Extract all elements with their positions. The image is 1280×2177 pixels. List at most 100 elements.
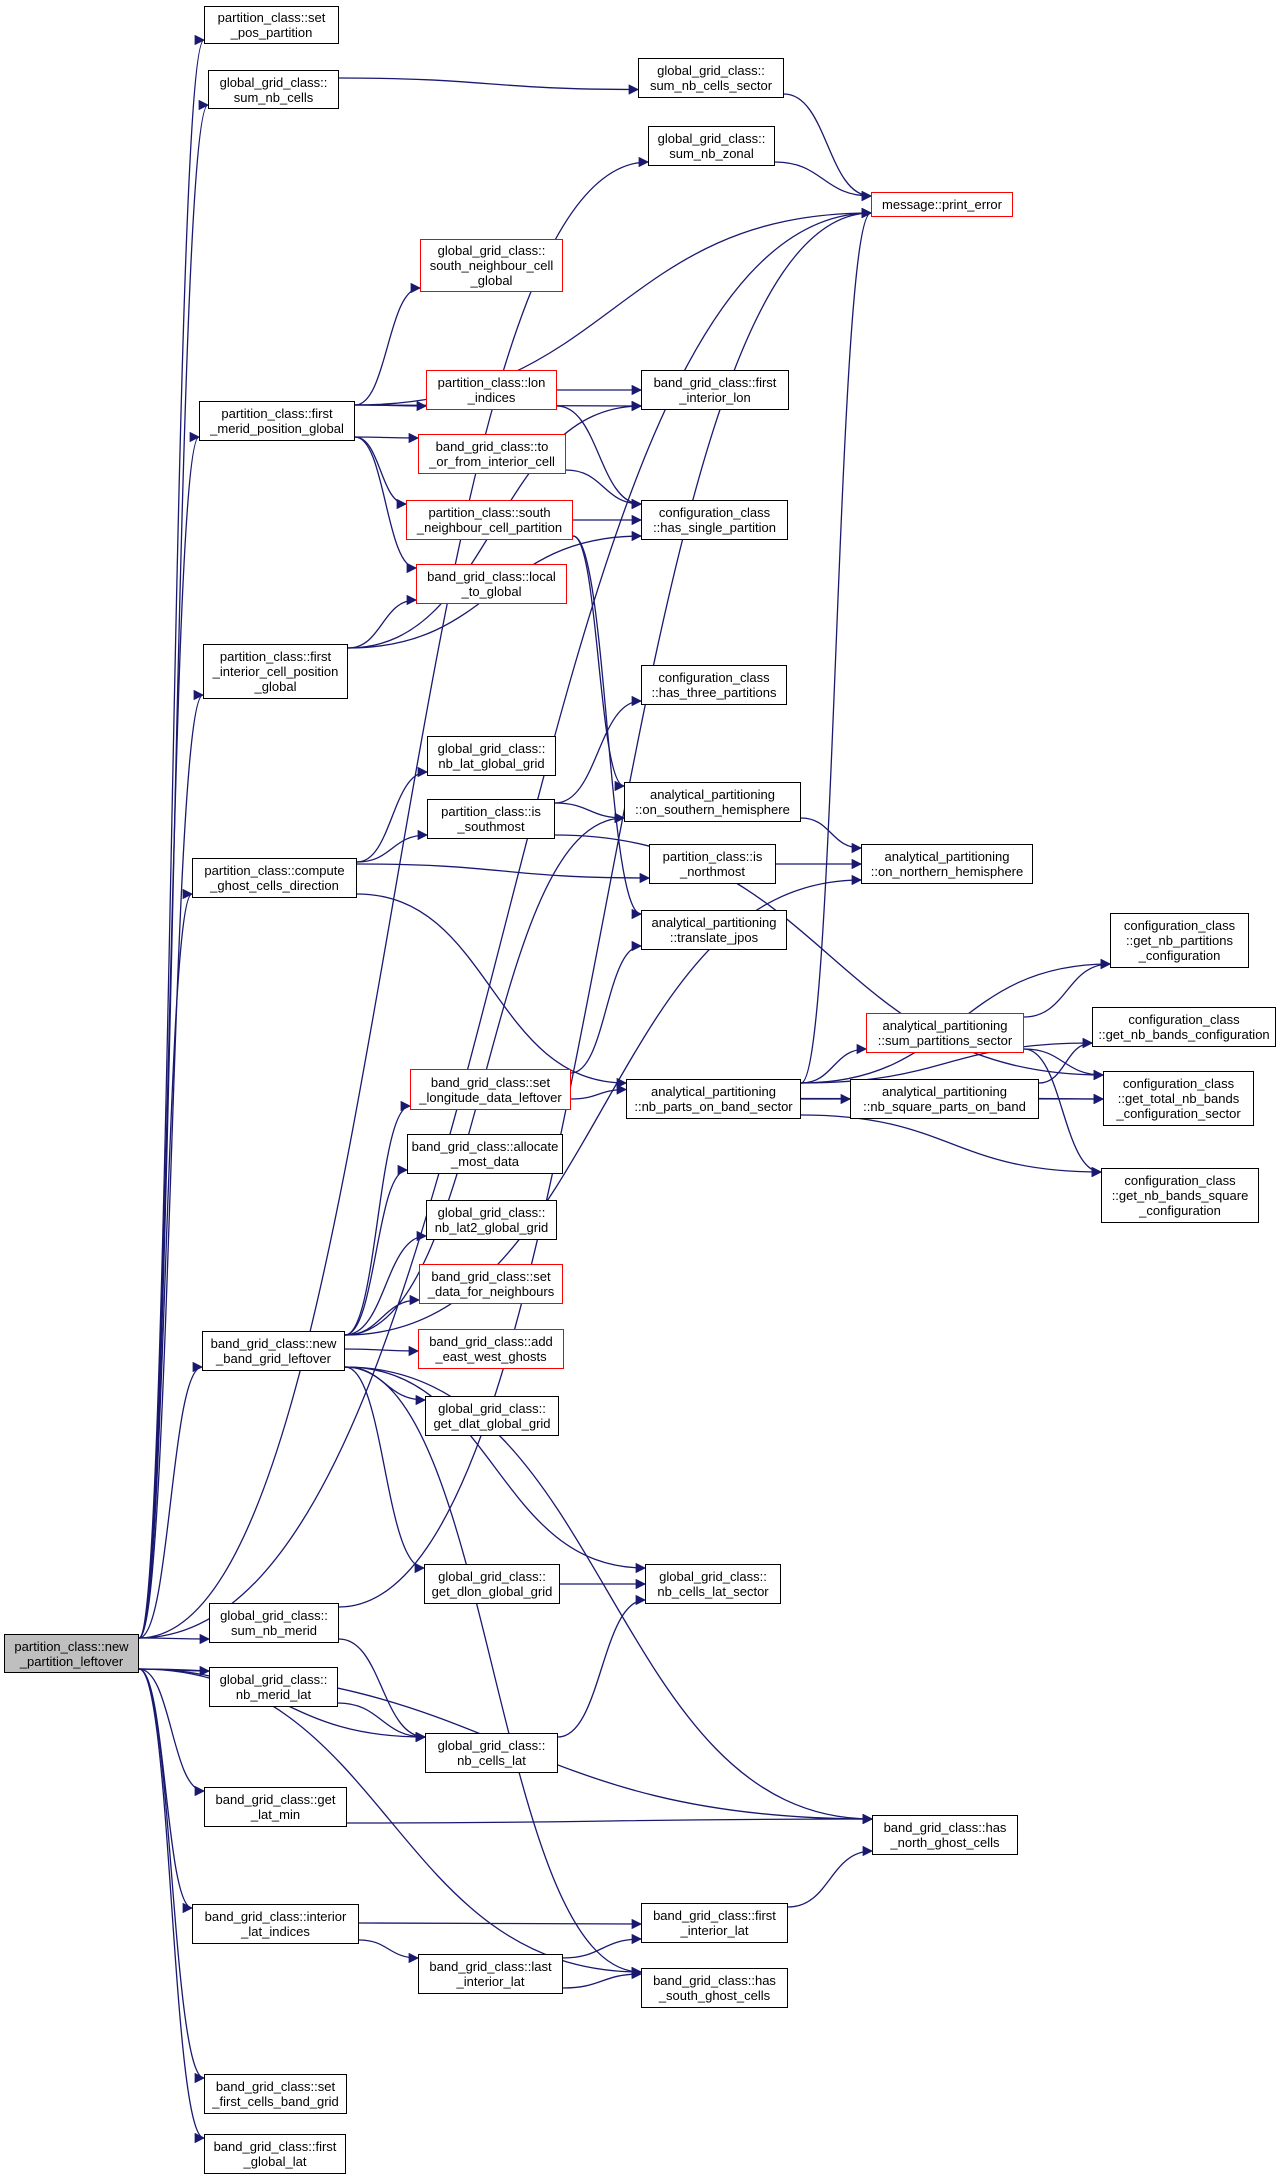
node-nb-merid-lat[interactable]: global_grid_class:: nb_merid_lat — [209, 1667, 338, 1707]
call-edge-sum_partitions_sector-to-get_nb_partitions_configuration — [1023, 958, 1112, 1018]
call-edge-new_band_grid_leftover-to-set_data_for_neighbours — [344, 1294, 421, 1336]
call-edge-interior_lat_indices-to-last_interior_lat — [358, 1939, 420, 1964]
call-edge-sum_partitions_sector-to-get_total_nb_bands_configuration_sector — [1023, 1048, 1105, 1081]
node-nb-parts-on-band-sector[interactable]: analytical_partitioning ::nb_parts_on_ba… — [626, 1079, 801, 1119]
call-edge-compute_ghost_cells_direction-to-is_northmost — [356, 863, 651, 884]
call-edge-first_interior_cell_position_global-to-local_to_global — [347, 594, 418, 649]
node-nb-cells-lat-sector[interactable]: global_grid_class:: nb_cells_lat_sector — [645, 1564, 781, 1604]
node-south-neighbour-cell-partition[interactable]: partition_class::south _neighbour_cell_p… — [406, 500, 573, 540]
node-nb-lat2-global-grid[interactable]: global_grid_class:: nb_lat2_global_grid — [426, 1200, 557, 1240]
node-set-longitude-data-leftover[interactable]: band_grid_class::set _longitude_data_lef… — [410, 1069, 571, 1110]
call-edge-is_southmost-to-on_southern_hemisphere — [554, 802, 626, 824]
node-sum-partitions-sector[interactable]: analytical_partitioning ::sum_partitions… — [866, 1013, 1024, 1053]
node-is-northmost[interactable]: partition_class::is _northmost — [649, 844, 776, 884]
node-sum-nb-zonal[interactable]: global_grid_class:: sum_nb_zonal — [648, 126, 775, 166]
node-new-band-grid-leftover[interactable]: band_grid_class::new _band_grid_leftover — [202, 1331, 345, 1371]
call-edge-nb_parts_on_band_sector-to-get_nb_bands_square_configuration — [800, 1114, 1103, 1178]
call-edge-set_longitude_data_leftover-to-translate_jpos — [570, 940, 643, 1074]
call-edge-lon_indices-to-has_single_partition — [556, 405, 643, 510]
node-get-nb-bands-square-configuration[interactable]: configuration_class ::get_nb_bands_squar… — [1101, 1168, 1259, 1223]
call-edge-first_merid_position_global-to-lon_indices — [354, 400, 428, 412]
node-first-interior-lat[interactable]: band_grid_class::first _interior_lat — [641, 1903, 788, 1943]
node-south-neighbour-cell-global[interactable]: global_grid_class:: south_neighbour_cell… — [420, 239, 563, 292]
node-has-south-ghost-cells[interactable]: band_grid_class::has _south_ghost_cells — [641, 1968, 788, 2008]
node-to-or-from-interior-cell[interactable]: band_grid_class::to _or_from_interior_ce… — [418, 434, 566, 474]
call-edge-on_southern_hemisphere-to-on_northern_hemisphere — [800, 817, 863, 854]
node-local-to-global[interactable]: band_grid_class::local _to_global — [416, 564, 567, 604]
node-compute-ghost-cells-direction[interactable]: partition_class::compute _ghost_cells_di… — [192, 858, 357, 898]
call-edge-nb_parts_on_band_sector-to-print_error — [800, 208, 873, 1084]
call-edge-new_band_grid_leftover-to-set_longitude_data_leftover — [344, 1100, 412, 1336]
node-interior-lat-indices[interactable]: band_grid_class::interior _lat_indices — [192, 1904, 359, 1944]
node-sum-nb-cells-sector[interactable]: global_grid_class:: sum_nb_cells_sector — [638, 58, 784, 98]
call-edge-compute_ghost_cells_direction-to-is_southmost — [356, 829, 429, 863]
call-edge-is_southmost-to-has_three_partitions — [554, 695, 643, 804]
call-edge-south_neighbour_cell_partition-to-translate_jpos — [572, 535, 643, 920]
node-get-total-nb-bands-configuration-sector[interactable]: configuration_class ::get_total_nb_bands… — [1103, 1071, 1254, 1126]
call-edge-last_interior_lat-to-first_interior_lat — [562, 1933, 643, 1959]
call-edge-new_band_grid_leftover-to-has_south_ghost_cells — [344, 1366, 643, 1978]
call-edge-sum_nb_merid-to-nb_cells_lat — [338, 1638, 427, 1743]
node-sum-nb-merid[interactable]: global_grid_class:: sum_nb_merid — [209, 1603, 339, 1643]
node-get-dlon-global-grid[interactable]: global_grid_class:: get_dlon_global_grid — [424, 1564, 560, 1604]
node-sum-nb-cells[interactable]: global_grid_class:: sum_nb_cells — [208, 70, 339, 109]
call-edge-root-to-sum_nb_merid — [138, 1633, 211, 1645]
call-edge-nb_square_parts_on_band-to-get_total_nb_bands_configuration_sector — [1038, 1093, 1105, 1105]
node-nb-square-parts-on-band[interactable]: analytical_partitioning ::nb_square_part… — [850, 1079, 1039, 1119]
node-nb-cells-lat[interactable]: global_grid_class:: nb_cells_lat — [425, 1733, 558, 1773]
call-edge-nb_square_parts_on_band-to-get_nb_bands_configuration — [1038, 1037, 1094, 1084]
call-edge-root-to-compute_ghost_cells_direction — [138, 889, 194, 1639]
call-edge-root-to-new_band_grid_leftover — [138, 1361, 204, 1639]
call-edge-new_band_grid_leftover-to-add_east_west_ghosts — [344, 1345, 420, 1357]
call-edge-new_band_grid_leftover-to-on_northern_hemisphere — [344, 874, 863, 1336]
call-edge-get_lat_min-to-has_north_ghost_cells — [346, 1813, 874, 1825]
call-edge-nb_cells_lat-to-nb_cells_lat_sector — [557, 1594, 647, 1738]
node-translate-jpos[interactable]: analytical_partitioning ::translate_jpos — [641, 910, 787, 950]
node-lon-indices[interactable]: partition_class::lon _indices — [426, 370, 557, 410]
node-get-nb-partitions-configuration[interactable]: configuration_class ::get_nb_partitions … — [1110, 913, 1249, 968]
node-on-northern-hemisphere[interactable]: analytical_partitioning ::on_northern_he… — [861, 844, 1033, 884]
call-edge-first_merid_position_global-to-south_neighbour_cell_global — [354, 282, 422, 406]
node-set-first-cells-band-grid[interactable]: band_grid_class::set _first_cells_band_g… — [204, 2074, 347, 2114]
call-edge-interior_lat_indices-to-first_interior_lat — [358, 1918, 643, 1930]
node-has-north-ghost-cells[interactable]: band_grid_class::has _north_ghost_cells — [872, 1815, 1018, 1855]
call-edge-new_band_grid_leftover-to-get_dlon_global_grid — [344, 1366, 426, 1574]
node-has-three-partitions[interactable]: configuration_class ::has_three_partitio… — [641, 665, 787, 705]
call-edge-sum_nb_zonal-to-print_error — [774, 161, 873, 202]
node-first-global-lat[interactable]: band_grid_class::first _global_lat — [204, 2134, 346, 2174]
node-root: partition_class::new _partition_leftover — [4, 1634, 139, 1673]
node-nb-lat-global-grid[interactable]: global_grid_class:: nb_lat_global_grid — [427, 736, 556, 776]
node-get-lat-min[interactable]: band_grid_class::get _lat_min — [204, 1787, 347, 1827]
call-edge-south_neighbour_cell_partition-to-on_southern_hemisphere — [572, 535, 626, 792]
node-set-pos-partition[interactable]: partition_class::set _pos_partition — [204, 6, 339, 44]
call-edge-first_merid_position_global-to-to_or_from_interior_cell — [354, 432, 420, 444]
call-edge-first_interior_lat-to-has_north_ghost_cells — [787, 1845, 874, 1908]
node-get-nb-bands-configuration[interactable]: configuration_class ::get_nb_bands_confi… — [1092, 1007, 1276, 1047]
call-edge-sum_nb_merid-to-print_error — [338, 207, 873, 1608]
node-first-merid-position-global[interactable]: partition_class::first _merid_position_g… — [199, 401, 355, 441]
node-set-data-for-neighbours[interactable]: band_grid_class::set _data_for_neighbour… — [419, 1264, 563, 1304]
node-on-southern-hemisphere[interactable]: analytical_partitioning ::on_southern_he… — [624, 782, 801, 822]
call-edge-last_interior_lat-to-has_south_ghost_cells — [562, 1968, 643, 1989]
node-get-dlat-global-grid[interactable]: global_grid_class:: get_dlat_global_grid — [425, 1396, 559, 1436]
call-edge-root-to-print_error — [138, 207, 873, 1639]
node-first-interior-lon[interactable]: band_grid_class::first _interior_lon — [641, 370, 789, 410]
node-print-error[interactable]: message::print_error — [871, 192, 1013, 217]
call-edge-root-to-interior_lat_indices — [138, 1668, 194, 1914]
node-allocate-most-data[interactable]: band_grid_class::allocate _most_data — [407, 1134, 563, 1174]
call-edge-new_band_grid_leftover-to-nb_lat2_global_grid — [344, 1230, 428, 1336]
call-edge-nb_parts_on_band_sector-to-sum_partitions_sector — [800, 1043, 868, 1084]
node-is-southmost[interactable]: partition_class::is _southmost — [427, 799, 555, 839]
node-add-east-west-ghosts[interactable]: band_grid_class::add _east_west_ghosts — [418, 1329, 564, 1369]
node-last-interior-lat[interactable]: band_grid_class::last _interior_lat — [418, 1954, 563, 1994]
call-edge-compute_ghost_cells_direction-to-nb_lat_global_grid — [356, 766, 429, 863]
call-edge-sum_nb_cells_sector-to-print_error — [783, 93, 873, 202]
call-edge-root-to-first_global_lat — [138, 1668, 206, 2144]
call-edge-root-to-set_pos_partition — [138, 35, 206, 1639]
node-has-single-partition[interactable]: configuration_class ::has_single_partiti… — [641, 500, 788, 540]
node-first-interior-cell-position-global[interactable]: partition_class::first _interior_cell_po… — [203, 644, 348, 699]
call-edge-set_longitude_data_leftover-to-nb_parts_on_band_sector — [570, 1084, 628, 1100]
call-edge-root-to-get_lat_min — [138, 1668, 206, 1797]
call-edge-compute_ghost_cells_direction-to-nb_parts_on_band_sector — [356, 893, 628, 1089]
